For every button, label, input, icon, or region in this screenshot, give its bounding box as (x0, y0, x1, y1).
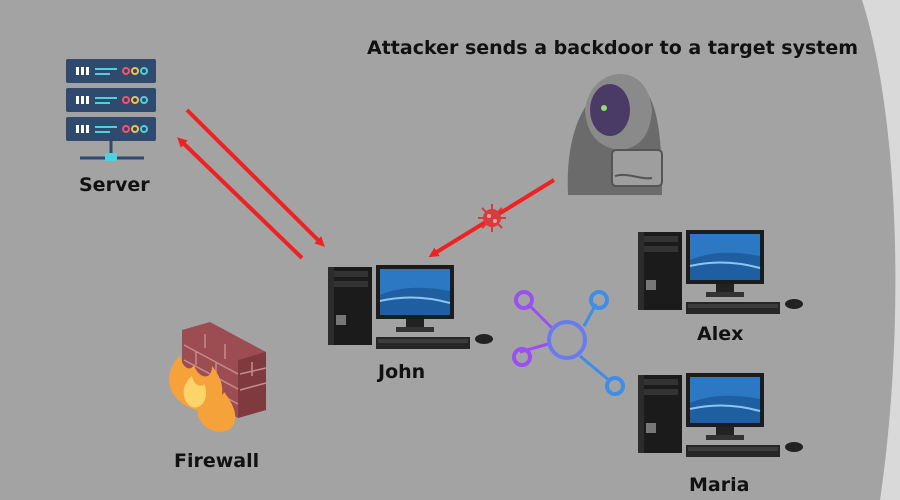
john-label: John (378, 361, 426, 383)
server-rack-icon (66, 59, 156, 161)
alex-label: Alex (697, 323, 744, 345)
hooded-hacker-icon (567, 74, 663, 195)
firewall-label: Firewall (174, 450, 260, 472)
arrow-john-to-server (177, 137, 304, 260)
server-label: Server (79, 174, 150, 196)
burning-firewall-icon (169, 322, 267, 432)
network-hub-icon (512, 290, 625, 396)
diagram-title: Attacker sends a backdoor to a target sy… (367, 37, 859, 59)
virus-icon (478, 204, 506, 232)
arrow-server-to-john (185, 108, 325, 247)
maria-label: Maria (689, 474, 750, 496)
